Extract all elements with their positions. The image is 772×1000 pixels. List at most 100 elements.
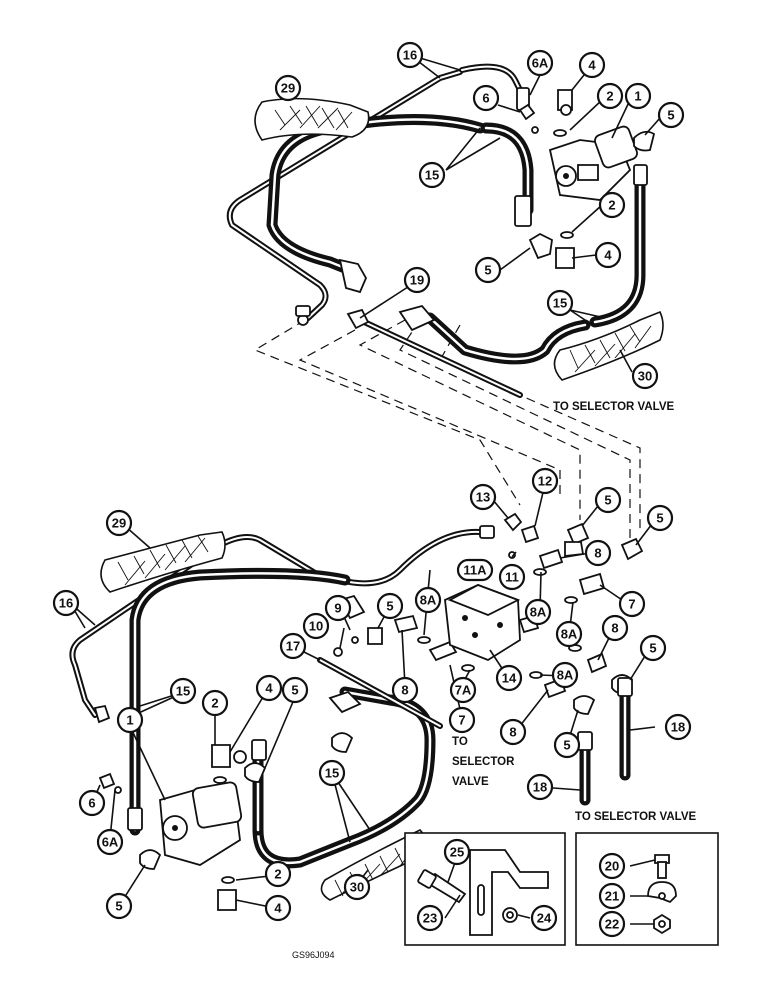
svg-text:30: 30	[350, 880, 364, 895]
svg-text:8: 8	[509, 725, 516, 740]
svg-text:9: 9	[334, 601, 341, 616]
svg-text:17: 17	[286, 639, 300, 654]
svg-text:16: 16	[403, 48, 417, 63]
lower-to-selector-note-3: VALVE	[452, 776, 489, 788]
svg-text:19: 19	[410, 273, 424, 288]
callout-15-lower-loop: 15	[318, 759, 346, 787]
callout-10: 10	[302, 612, 330, 640]
lower-to-selector-note-2: SELECTOR	[452, 756, 515, 768]
callout-13: 13	[469, 483, 497, 511]
svg-text:1: 1	[634, 89, 641, 104]
svg-text:4: 4	[604, 248, 612, 263]
callout-29-lower: 29	[105, 509, 133, 537]
callout-19: 19	[403, 266, 431, 294]
callout-5-lower-b: 5	[646, 504, 674, 532]
svg-text:8: 8	[594, 546, 601, 561]
callout-6-lower: 6	[78, 789, 106, 817]
upper-hose-15-left	[266, 113, 534, 274]
callout-20: 20	[598, 852, 626, 880]
callout-2-lower-a: 2	[201, 689, 229, 717]
lower-to-selector-note-1: TO	[452, 736, 468, 748]
svg-text:2: 2	[608, 198, 615, 213]
upper-fittings	[295, 87, 648, 332]
svg-text:6: 6	[482, 91, 489, 106]
svg-text:1: 1	[126, 713, 133, 728]
callout-8A-lower-c: 8A	[555, 620, 583, 648]
callout-22: 22	[598, 910, 626, 938]
svg-text:5: 5	[563, 738, 570, 753]
callout-2-upper-top: 2	[596, 82, 624, 110]
svg-text:8A: 8A	[557, 668, 574, 683]
svg-text:5: 5	[291, 683, 298, 698]
callout-16-upper: 16	[396, 41, 424, 69]
callout-5-upper-top: 5	[657, 101, 685, 129]
callout-30-upper: 30	[631, 362, 659, 390]
upper-tube-16	[226, 63, 528, 321]
callout-5-lower-d: 5	[639, 634, 667, 662]
callout-15-lower-left: 15	[169, 677, 197, 705]
lower-pump-1	[159, 744, 247, 866]
svg-text:5: 5	[656, 511, 663, 526]
lower-fittings	[93, 512, 644, 831]
svg-text:6: 6	[88, 796, 95, 811]
svg-text:10: 10	[309, 619, 323, 634]
bracket-detail-box	[404, 832, 566, 946]
callout-6-upper: 6	[472, 84, 500, 112]
svg-text:15: 15	[325, 766, 339, 781]
svg-text:15: 15	[553, 296, 567, 311]
svg-text:11A: 11A	[463, 563, 487, 578]
upper-to-selector-note: TO SELECTOR VALVE	[553, 401, 675, 413]
svg-text:18: 18	[533, 780, 547, 795]
callout-18-lower-a: 18	[664, 713, 692, 741]
upper-pump-1	[548, 125, 638, 201]
svg-text:14: 14	[502, 671, 517, 686]
callout-30-lower: 30	[343, 873, 371, 901]
callout-25: 25	[443, 838, 471, 866]
svg-text:5: 5	[649, 641, 656, 656]
callout-8-lower-b: 8	[391, 676, 419, 704]
upper-hose-15-right	[424, 174, 646, 365]
upper-tube-to-selector	[357, 317, 523, 398]
svg-text:25: 25	[450, 845, 464, 860]
svg-text:12: 12	[538, 474, 552, 489]
callout-8-lower-c: 8	[601, 614, 629, 642]
svg-text:23: 23	[423, 911, 437, 926]
callout-29-upper: 29	[274, 74, 302, 102]
callout-4-upper-mid: 4	[594, 241, 622, 269]
callout-4-lower-b: 4	[264, 894, 292, 922]
callout-2-lower-b: 2	[264, 860, 292, 888]
svg-text:2: 2	[274, 867, 281, 882]
clamp-detail-box	[575, 832, 719, 946]
svg-text:11: 11	[505, 570, 519, 585]
callout-1-upper: 1	[624, 82, 652, 110]
svg-text:29: 29	[112, 516, 126, 531]
lower-sleeve-29	[100, 531, 226, 593]
svg-text:7: 7	[628, 597, 635, 612]
callout-11A: 11A	[456, 558, 494, 582]
callout-8A-lower-a: 8A	[414, 586, 442, 614]
lower-hose-15-left	[129, 567, 351, 836]
svg-text:4: 4	[265, 681, 273, 696]
svg-text:2: 2	[211, 696, 218, 711]
svg-text:5: 5	[604, 493, 611, 508]
callout-18-lower-b: 18	[526, 773, 554, 801]
callout-15-upper: 15	[418, 161, 446, 189]
selector-valve-14	[444, 584, 521, 662]
svg-text:8: 8	[611, 621, 618, 636]
lower-tube-to-selector	[317, 657, 443, 729]
callout-5-upper-mid: 5	[474, 256, 502, 284]
svg-text:8A: 8A	[530, 605, 547, 620]
svg-text:6A: 6A	[532, 56, 549, 71]
svg-text:16: 16	[59, 596, 73, 611]
lower-pump-small-parts	[98, 732, 354, 911]
upper-small-parts	[518, 89, 656, 269]
svg-text:22: 22	[605, 917, 619, 932]
callout-23: 23	[416, 904, 444, 932]
svg-text:7A: 7A	[455, 683, 472, 698]
svg-text:7: 7	[458, 713, 465, 728]
callout-5-lower-f: 5	[553, 731, 581, 759]
callout-14: 14	[495, 664, 523, 692]
svg-text:5: 5	[484, 263, 491, 278]
callout-16-lower: 16	[52, 589, 80, 617]
